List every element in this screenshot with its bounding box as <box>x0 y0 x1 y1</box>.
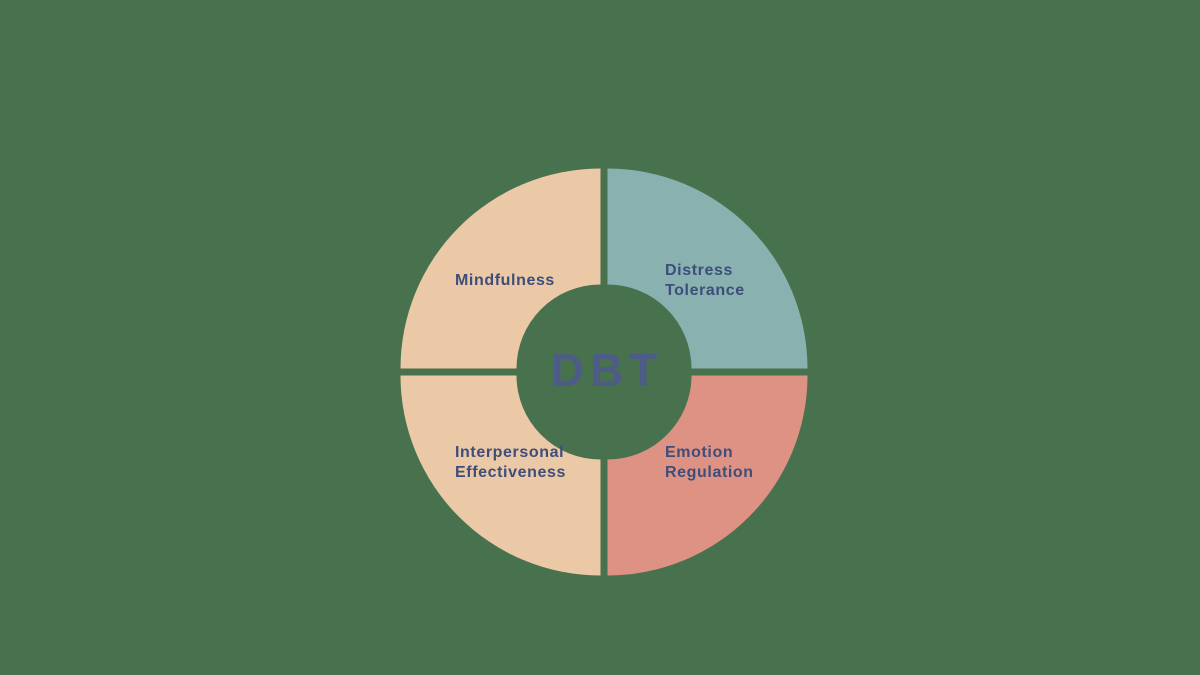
center-title: DBT <box>550 344 664 396</box>
label-emotion-regulation: Emotion Regulation <box>665 443 754 483</box>
label-line: Interpersonal <box>455 444 565 461</box>
label-line: Regulation <box>665 464 754 481</box>
label-mindfulness: Mindfulness <box>455 271 555 291</box>
segment-mindfulness <box>400 168 601 369</box>
label-line: Distress <box>665 262 733 279</box>
label-distress-tolerance: Distress Tolerance <box>665 261 745 301</box>
segment-interpersonal-effectiveness <box>400 375 601 576</box>
label-line: Effectiveness <box>455 464 566 481</box>
label-line: Emotion <box>665 444 734 461</box>
segment-distress-tolerance <box>607 168 808 369</box>
label-interpersonal-effectiveness: Interpersonal Effectiveness <box>455 443 566 483</box>
segment-emotion-regulation <box>607 375 808 576</box>
label-line: Tolerance <box>665 282 745 299</box>
label-line: Mindfulness <box>455 272 555 289</box>
